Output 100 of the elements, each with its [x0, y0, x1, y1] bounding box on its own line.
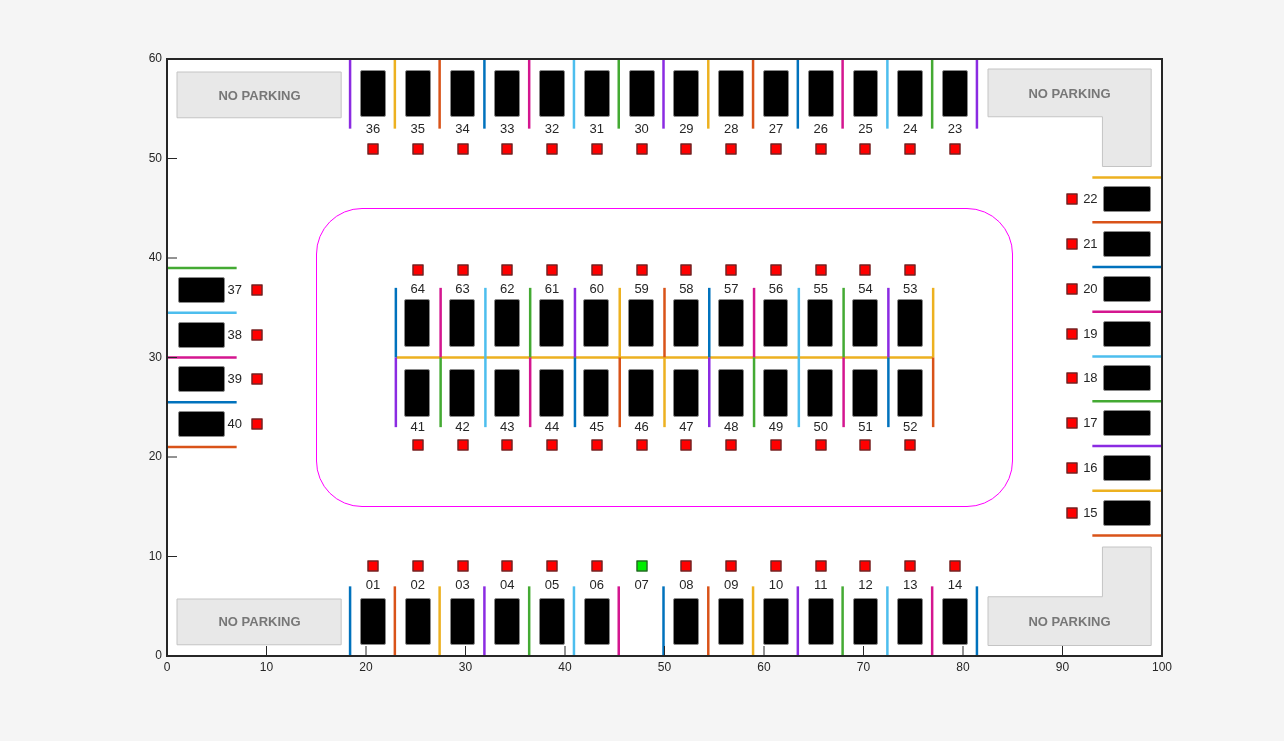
- parked-car: [763, 69, 789, 117]
- spot-number: 12: [858, 578, 873, 593]
- spot-number: 25: [858, 121, 873, 136]
- spot-number: 21: [1083, 237, 1098, 252]
- parked-car: [404, 299, 431, 348]
- parked-car: [1103, 186, 1152, 213]
- spot-number: 62: [500, 281, 515, 296]
- parked-car: [494, 69, 521, 117]
- axis-tick-label: 30: [148, 350, 162, 364]
- parked-car: [494, 598, 521, 646]
- axis-tick-label: 10: [259, 661, 274, 674]
- spot-number: 35: [410, 121, 425, 136]
- parked-car: [449, 368, 475, 417]
- spot-number: 32: [544, 121, 560, 136]
- spot-number: 16: [1083, 460, 1098, 475]
- spot-number: 39: [227, 372, 242, 387]
- parked-car: [538, 299, 565, 348]
- spot-number: 43: [500, 420, 515, 435]
- parked-car: [807, 598, 834, 646]
- parked-car: [404, 368, 431, 417]
- spot-number: 49: [768, 420, 784, 435]
- parked-car: [673, 69, 700, 117]
- spot-number: 36: [365, 121, 381, 136]
- spot-number: 55: [813, 281, 828, 296]
- spot-number: 60: [589, 281, 605, 296]
- axis-tick-label: 80: [956, 661, 970, 674]
- spot-number: 38: [227, 327, 242, 342]
- spot-number: 14: [947, 578, 963, 593]
- no-parking-zone: [987, 546, 1152, 646]
- spot-number: 26: [813, 121, 828, 136]
- spot-number: 58: [679, 281, 694, 296]
- axis-tick-label: 40: [148, 251, 162, 264]
- parked-car: [493, 299, 520, 348]
- spot-number: 27: [768, 121, 784, 136]
- spot-number: 64: [410, 281, 425, 296]
- spot-number: 48: [723, 420, 739, 435]
- parked-car: [177, 366, 225, 393]
- parked-car: [897, 69, 924, 117]
- spot-number: 06: [589, 578, 605, 593]
- axis-tick-label: 60: [757, 661, 771, 674]
- spot-number: 33: [500, 121, 515, 136]
- parked-car: [583, 368, 610, 417]
- parked-car: [404, 598, 431, 646]
- spot-number: 23: [947, 121, 963, 136]
- parked-car: [1103, 499, 1152, 526]
- spot-number: 05: [544, 578, 560, 593]
- parked-car: [583, 299, 610, 348]
- no-parking-zone: [176, 71, 342, 118]
- parked-car: [897, 598, 924, 646]
- parked-car: [583, 598, 610, 646]
- spot-number: 02: [410, 578, 425, 593]
- spot-number: 63: [455, 281, 470, 296]
- spot-number: 22: [1083, 192, 1098, 207]
- spot-number: 51: [858, 420, 873, 435]
- island-boundary: [316, 208, 1013, 507]
- axis-tick-label: 70: [856, 661, 871, 674]
- spot-number: 03: [455, 578, 470, 593]
- axis-tick-label: 0: [163, 661, 171, 674]
- parked-car: [852, 598, 879, 646]
- parked-car: [1103, 455, 1152, 481]
- parked-car: [673, 598, 700, 646]
- spot-number: 50: [813, 420, 828, 435]
- spot-number: 46: [634, 420, 649, 435]
- parked-car: [1103, 275, 1152, 302]
- spot-number: 34: [455, 121, 470, 136]
- parked-car: [852, 368, 878, 417]
- parked-car: [1103, 320, 1152, 347]
- zone-label: NO PARKING: [1028, 85, 1111, 101]
- zone-label: NO PARKING: [1028, 613, 1111, 629]
- spot-number: 31: [589, 121, 605, 136]
- spot-number: 57: [723, 281, 739, 296]
- spot-number: 08: [679, 578, 694, 593]
- no-parking-zone: [176, 599, 342, 646]
- spot-number: 18: [1083, 371, 1098, 386]
- spot-number: 61: [544, 281, 560, 296]
- axis-tick-label: 50: [148, 151, 162, 165]
- spot-number: 07: [634, 578, 649, 593]
- spot-number: 42: [455, 420, 470, 435]
- parked-car: [852, 299, 878, 348]
- parked-car: [718, 69, 745, 117]
- parked-car: [628, 299, 655, 348]
- parked-car: [1103, 410, 1152, 437]
- parked-car: [1103, 231, 1152, 257]
- parked-car: [718, 598, 745, 646]
- parked-car: [942, 69, 968, 117]
- spot-number: 01: [365, 578, 381, 593]
- spot-number: 40: [227, 417, 242, 432]
- parked-car: [672, 299, 699, 348]
- axis-tick-label: 30: [458, 661, 473, 674]
- axis-tick-label: 90: [1055, 661, 1070, 674]
- parked-car: [762, 299, 789, 348]
- axis-tick-label: 20: [148, 450, 162, 463]
- spot-number: 56: [768, 281, 784, 296]
- zone-label: NO PARKING: [218, 613, 301, 629]
- parked-car: [539, 69, 565, 117]
- spot-number: 29: [679, 121, 694, 136]
- parked-car: [360, 69, 386, 117]
- spot-number: 54: [858, 281, 873, 296]
- spot-number: 37: [227, 282, 242, 297]
- no-parking-zone: [987, 68, 1152, 167]
